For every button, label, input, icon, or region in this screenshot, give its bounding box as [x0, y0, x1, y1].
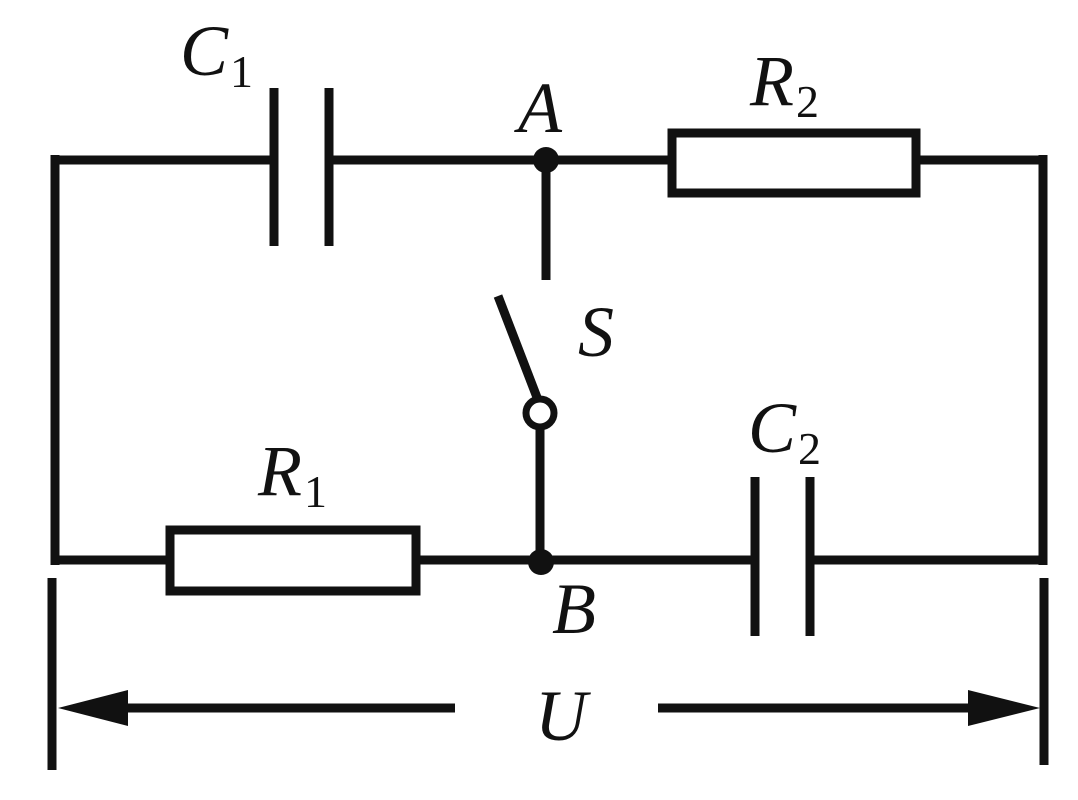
- voltage-left-arrowhead: [58, 690, 128, 726]
- r2-body: [667, 128, 921, 198]
- label-c1: C1: [180, 11, 253, 97]
- label-node-b: B: [552, 569, 596, 649]
- node-a-dot: [533, 147, 559, 173]
- resistor-r1: [165, 525, 421, 596]
- label-r2: R2: [749, 41, 819, 127]
- label-switch-s: S: [578, 292, 614, 372]
- voltage-right-arrowhead: [968, 690, 1040, 726]
- voltage-indicator: [47, 578, 1049, 770]
- capacitor-c2: [750, 477, 815, 636]
- label-voltage-u: U: [535, 676, 591, 756]
- r1-body: [165, 525, 421, 596]
- node-b-dot: [528, 549, 554, 575]
- capacitor-c1: [269, 88, 334, 246]
- label-c2: C2: [748, 388, 821, 474]
- label-r1: R1: [257, 431, 327, 517]
- label-node-a: A: [514, 68, 563, 148]
- resistor-r2: [667, 128, 921, 198]
- switch-blade: [493, 294, 543, 402]
- switch-s: [493, 160, 558, 560]
- switch-terminal: [522, 395, 558, 431]
